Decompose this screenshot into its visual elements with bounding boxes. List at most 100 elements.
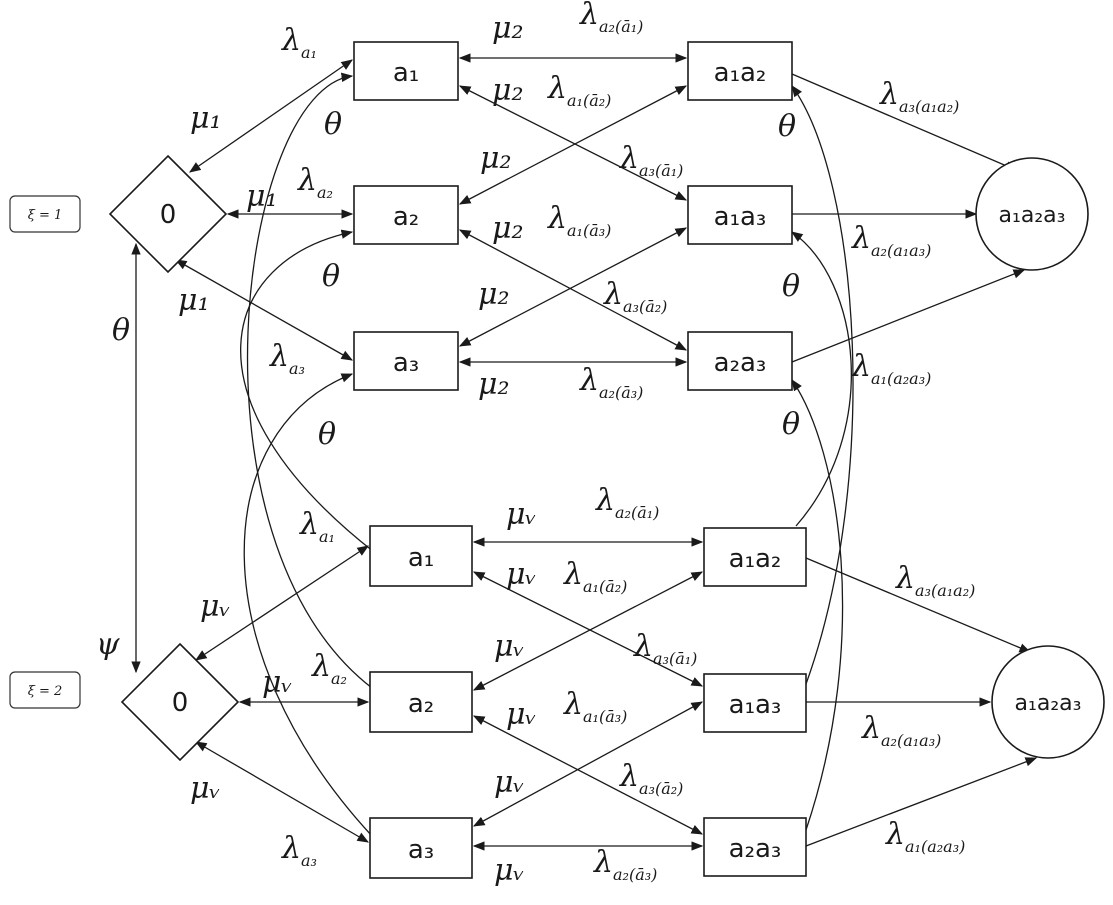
edges: [131, 53, 1038, 851]
label-r2-muv-e: μᵥ: [494, 765, 525, 800]
label-r2-muv-a: μᵥ: [506, 497, 537, 532]
node-r2-a1a3: [703, 673, 807, 733]
label-r1-mu2-c: μ₂: [480, 141, 512, 176]
curve-r2a2-r1a1: [246, 72, 373, 689]
node-r2-zero-label: 0: [172, 688, 189, 718]
label-r1-theta-right-c: θ: [782, 407, 800, 442]
label-r2-muv-d: μᵥ: [506, 697, 537, 732]
edge-r2-0-a1: [195, 545, 369, 661]
edge-r2-a3-a1a3: [472, 701, 704, 827]
label-r1-lambda-a3-nota12: λa₃(a₁a₂): [879, 77, 959, 116]
edge-r1-0-a3: [174, 259, 354, 361]
label-r2-muv-lower: μᵥ: [190, 771, 221, 806]
label-r1-lambda-a2-nota1: λa₂(ā₁): [579, 0, 643, 36]
node-r2-a1a2a3-label: a₁a₂a₃: [1015, 691, 1082, 716]
node-r1-zero-label: 0: [160, 200, 177, 230]
label-r1-theta-a1: θ: [324, 107, 342, 142]
node-r2-a2: [369, 671, 473, 733]
label-r1-mu2-f: μ₂: [478, 367, 510, 402]
label-r1-mu2-b: μ₂: [492, 73, 524, 108]
label-r1-theta-right-a: θ: [778, 109, 796, 144]
nodes-regime-1: 0 a₁ a₂ a₃ a₁a₂ a₁a₃ a₂a₃ a₁a₂a₃: [108, 41, 1089, 391]
label-r1-theta-a3: θ: [318, 417, 336, 452]
regime-indicators: ξ = 1 ξ = 2: [9, 195, 81, 709]
curve-r2a1a3-r1a1a2: [791, 85, 854, 685]
label-r2-lambda-a3-nota12: λa₃(a₁a₂): [895, 561, 975, 600]
label-r1-theta-right-b: θ: [782, 269, 800, 304]
node-r2-a1a2-label: a₁a₂: [729, 544, 782, 574]
edge-r2-a1a2-top: [805, 557, 1032, 653]
node-r1-a2a3-label: a₂a₃: [714, 348, 767, 378]
label-r1-mu2-e: μ₂: [478, 277, 510, 312]
label-theta-vertical: θ: [112, 313, 130, 348]
curve-r2a2a3-r1a2a3: [791, 379, 844, 831]
node-r2-a3: [369, 817, 473, 879]
edge-r2-a2a3-top: [805, 757, 1038, 847]
edge-r1-a2a3-top: [791, 269, 1026, 363]
curve-r2a3-r1a3: [243, 373, 373, 837]
regime-2-indicator-label: ξ = 2: [28, 684, 63, 699]
curve-r2a1-r1a2: [240, 229, 375, 553]
node-r1-zero: [108, 154, 228, 274]
node-r2-a1a3-label: a₁a₃: [729, 690, 782, 720]
edge-r1-a1a2-top: [791, 73, 1018, 171]
edge-r2-a2-a1a2: [472, 571, 704, 691]
label-r2-lambda-a1-nota2: λa₁(ā₂): [563, 557, 627, 596]
label-r1-mu2-a: μ₂: [492, 11, 524, 46]
label-r2-lambda-a3-nota2: λa₃(ā₂): [619, 759, 683, 798]
label-r1-mu1-lower: μ₁: [178, 283, 210, 318]
label-r2-lambda-a2-nota3: λa₂(ā₃): [593, 845, 657, 884]
node-r2-a1-label: a₁: [408, 543, 434, 573]
node-r2-zero: [120, 642, 240, 762]
label-r1-lambda-a1-nota23: λa₁(a₂a₃): [851, 349, 931, 388]
label-r1-lambda-a1-nota2: λa₁(ā₂): [547, 71, 611, 110]
label-r2-lambda-a3: λa₃: [281, 831, 317, 870]
edge-labels: λa₁ μ₁ μ₁ λa₂ μ₁ λa₃ θ ψ θ θ θ μ₂ λa₂(ā₁…: [96, 0, 975, 888]
node-r1-a2: [353, 185, 459, 245]
label-r1-lambda-a1: λa₁: [281, 23, 317, 62]
node-r2-a2a3-label: a₂a₃: [729, 834, 782, 864]
label-r1-theta-a2: θ: [322, 259, 340, 294]
label-r1-lambda-a2-nota3: λa₂(ā₃): [579, 363, 643, 402]
edge-r1-a3-a1a3: [458, 227, 688, 347]
edge-r1-a2-a1a2: [458, 85, 688, 205]
label-r2-lambda-a1: λa₁: [299, 507, 335, 546]
node-r2-a2a3: [703, 817, 807, 877]
label-r2-muv-upper: μᵥ: [200, 589, 231, 624]
label-r2-muv-c: μᵥ: [494, 629, 525, 664]
node-r1-a1: [353, 41, 459, 101]
edge-r2-0-a3: [194, 741, 370, 843]
label-r1-mu1-upper: μ₁: [190, 101, 222, 136]
label-r1-lambda-a1-nota3: λa₁(ā₃): [547, 201, 611, 240]
node-r1-a1a2a3-label: a₁a₂a₃: [999, 203, 1066, 228]
node-r2-a1a2: [703, 527, 807, 587]
label-r2-lambda-a2-nota13: λa₂(a₁a₃): [861, 711, 941, 750]
label-r2-muv-b: μᵥ: [506, 557, 537, 592]
node-r1-a1a3-label: a₁a₃: [714, 202, 767, 232]
label-r2-lambda-a3-nota1: λa₃(ā₁): [633, 629, 697, 668]
regime-1-indicator-label: ξ = 1: [28, 208, 63, 223]
label-r2-muv-f: μᵥ: [494, 853, 525, 888]
node-r1-a1a2a3: [975, 157, 1089, 271]
node-r2-a1a2a3: [991, 645, 1105, 759]
label-r2-lambda-a1-nota3: λa₁(ā₃): [563, 687, 627, 726]
label-r1-lambda-a3-nota2: λa₃(ā₂): [603, 277, 667, 316]
node-r1-a2a3: [687, 331, 793, 391]
label-r1-mu1-mid: μ₁: [246, 179, 278, 214]
node-r2-a2-label: a₂: [408, 689, 434, 719]
label-r1-lambda-a2: λa₂: [297, 163, 333, 202]
node-r1-a1a3: [687, 185, 793, 245]
label-r1-mu2-d: μ₂: [492, 211, 524, 246]
label-r2-muv-mid: μᵥ: [262, 665, 293, 700]
label-r2-lambda-a2: λa₂: [311, 649, 347, 688]
regime-1-indicator: [9, 195, 81, 233]
node-r1-a3: [353, 331, 459, 391]
node-r1-a1a2: [687, 41, 793, 101]
regime-2-indicator: [9, 671, 81, 709]
node-r2-a1: [369, 525, 473, 587]
node-r2-a3-label: a₃: [408, 835, 434, 865]
label-r1-lambda-a3-nota1: λa₃(ā₁): [619, 141, 683, 180]
label-r1-lambda-a3: λa₃: [269, 339, 305, 378]
edge-r1-0-a1: [189, 59, 353, 173]
